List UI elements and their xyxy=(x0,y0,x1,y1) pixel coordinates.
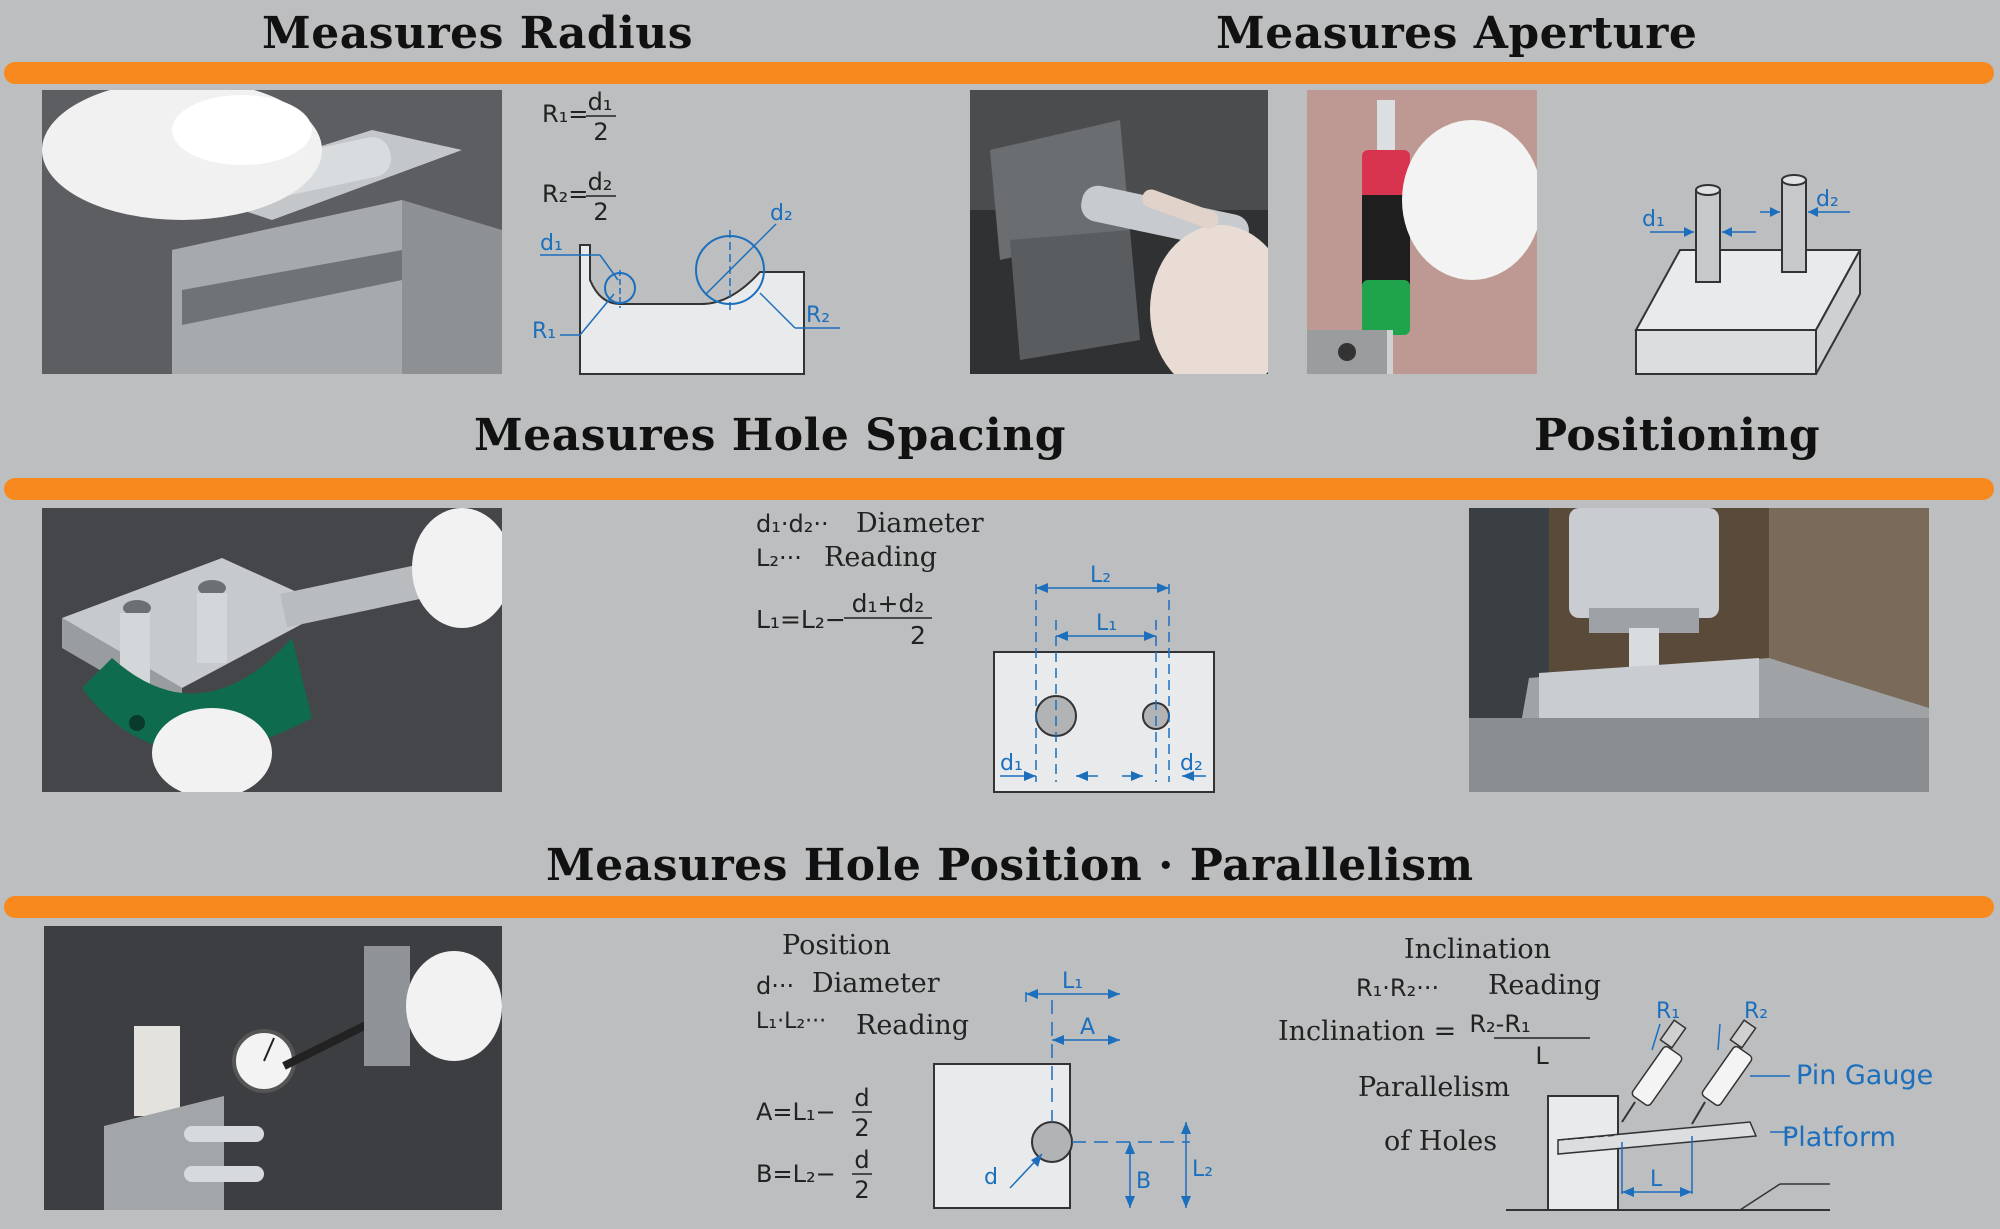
label-a: A xyxy=(1080,1015,1095,1040)
diagram-hole-spacing: d₁·d₂·· Diameter L₂··· Reading L₁=L₂− d₁… xyxy=(750,500,1230,800)
eq-b-num: d xyxy=(854,1146,869,1174)
diagram-parallelism: Inclination R₁·R₂··· Reading Inclination… xyxy=(1270,926,1990,1226)
eq-r1-num: d₁ xyxy=(588,88,613,116)
formula-l1-num: d₁+d₂ xyxy=(852,589,925,618)
heading-measures-radius: Measures Radius xyxy=(262,8,694,59)
legend-symbol-d: d··· xyxy=(756,972,794,1000)
photo-radius-measurement xyxy=(42,90,502,374)
legend-symbol-l2: L₂··· xyxy=(756,544,802,572)
diagram-hole-position: Position d··· Diameter L₁·L₂··· Reading … xyxy=(750,922,1230,1222)
photo-positioning-drill xyxy=(1469,508,1929,792)
label-d1: d₁ xyxy=(1000,751,1023,776)
legend-symbol-l1-l2: L₁·L₂··· xyxy=(756,1009,826,1034)
label-l2: L₂ xyxy=(1192,1157,1213,1182)
formula-l1-den: 2 xyxy=(910,621,926,650)
position-title: Position xyxy=(782,930,891,961)
label-d: d xyxy=(984,1165,998,1190)
eq-r2-den: 2 xyxy=(593,198,608,226)
heading-measures-hole-spacing: Measures Hole Spacing xyxy=(474,410,1066,461)
label-d2: d₂ xyxy=(770,201,793,226)
dial-indicator-r1 xyxy=(1621,1019,1687,1123)
label-l2: L₂ xyxy=(1090,563,1111,588)
heading-positioning: Positioning xyxy=(1534,410,1821,461)
dial-indicator-r2 xyxy=(1691,1019,1757,1125)
label-platform: Platform xyxy=(1782,1122,1896,1153)
photo-aperture-chuck xyxy=(970,90,1268,374)
legend-symbol-d1-d2: d₁·d₂·· xyxy=(756,510,829,538)
eq-a-lhs: A=L₁− xyxy=(756,1098,836,1126)
label-l: L xyxy=(1650,1167,1663,1192)
eq-r1-lhs: R₁= xyxy=(542,100,588,128)
formula-inclination-num: R₂-R₁ xyxy=(1469,1010,1530,1038)
orange-divider-bar xyxy=(4,896,1994,918)
photo-aperture-pin-gauge xyxy=(1307,90,1537,374)
label-r2: R₂ xyxy=(806,303,830,328)
eq-r2-lhs: R₂= xyxy=(542,180,588,208)
legend-text-reading: Reading xyxy=(824,542,937,573)
orange-divider-bar xyxy=(4,478,1994,500)
formula-inclination-lhs: Inclination = xyxy=(1278,1016,1456,1047)
label-l1: L₁ xyxy=(1096,611,1117,636)
photo-hole-spacing-micrometer xyxy=(42,508,502,792)
photo-hole-position-dial-indicator xyxy=(44,926,502,1210)
label-d1: d₁ xyxy=(540,231,563,256)
inclination-title: Inclination xyxy=(1404,934,1551,965)
legend-text-diameter: Diameter xyxy=(856,508,984,539)
formula-l1-lhs: L₁=L₂− xyxy=(756,605,846,634)
diagram-radius: R₁= d₁ 2 R₂= d₂ 2 d₁ d₂ R₁ R₂ xyxy=(530,80,850,380)
orange-divider-bar xyxy=(4,62,1994,84)
heading-measures-aperture: Measures Aperture xyxy=(1216,8,1698,59)
eq-a-den: 2 xyxy=(854,1114,869,1142)
heading-measures-hole-position-parallelism: Measures Hole Position · Parallelism xyxy=(546,840,1474,891)
parallelism-line2: of Holes xyxy=(1384,1126,1497,1157)
eq-r1-den: 2 xyxy=(593,118,608,146)
label-r1: R₁ xyxy=(532,319,556,344)
diagram-aperture: d₁ d₂ xyxy=(1620,160,1880,380)
eq-b-den: 2 xyxy=(854,1176,869,1204)
legend-text-reading: Reading xyxy=(1488,970,1601,1001)
label-d2: d₂ xyxy=(1816,187,1839,212)
label-pin-gauge: Pin Gauge xyxy=(1796,1060,1933,1091)
eq-b-lhs: B=L₂− xyxy=(756,1160,836,1188)
label-l1: L₁ xyxy=(1062,969,1083,994)
eq-a-num: d xyxy=(854,1084,869,1112)
label-b: B xyxy=(1136,1169,1151,1194)
label-r1: R₁ xyxy=(1656,999,1680,1024)
eq-r2-num: d₂ xyxy=(588,168,613,196)
legend-text-reading: Reading xyxy=(856,1010,969,1041)
formula-inclination-den: L xyxy=(1535,1042,1549,1070)
legend-text-diameter: Diameter xyxy=(812,968,940,999)
label-d2: d₂ xyxy=(1180,751,1203,776)
legend-symbol-r1-r2: R₁·R₂··· xyxy=(1356,974,1439,1002)
label-d1: d₁ xyxy=(1642,207,1665,232)
parallelism-line1: Parallelism xyxy=(1358,1072,1510,1103)
label-r2: R₂ xyxy=(1744,999,1768,1024)
